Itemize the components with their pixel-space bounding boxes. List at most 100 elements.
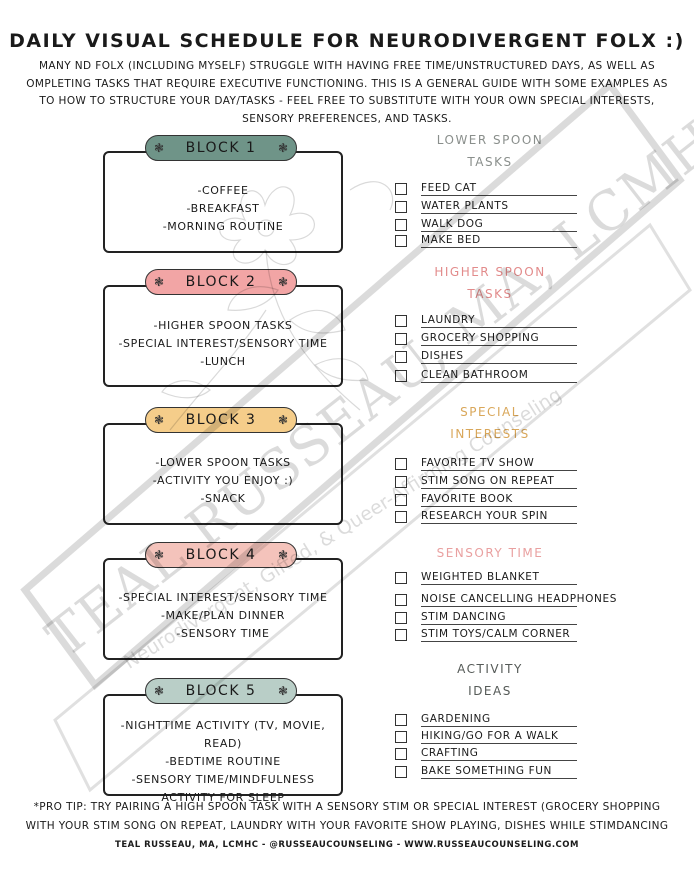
- intro-paragraph: MANY ND FOLX (INCLUDING MYSELF) STRUGGLE…: [10, 58, 684, 128]
- checklist-item[interactable]: CRAFTING: [395, 746, 580, 762]
- checklist-item[interactable]: GROCERY SHOPPING: [395, 331, 580, 347]
- checklist-item-label: CLEAN BATHROOM: [421, 368, 577, 383]
- checklist-item[interactable]: DISHES: [395, 349, 580, 365]
- checklist-item[interactable]: FAVORITE TV SHOW: [395, 456, 580, 472]
- block-4-header: ❃ BLOCK 4 ❃: [145, 542, 297, 568]
- flower-icon: ❃: [154, 275, 165, 289]
- checkbox[interactable]: [395, 333, 407, 345]
- flower-icon: ❃: [154, 548, 165, 562]
- checklist-item[interactable]: STIM SONG ON REPEAT: [395, 474, 580, 490]
- pro-tip-line: *PRO TIP: TRY PAIRING A HIGH SPOON TASK …: [33, 801, 661, 813]
- section-activity-ideas-title: ACTIVITY IDEAS: [400, 658, 580, 702]
- footer-credit: TEAL RUSSEAU, MA, LCMHC - @RUSSEAUCOUNSE…: [115, 840, 579, 850]
- checklist-item[interactable]: NOISE CANCELLING HEADPHONES: [395, 592, 616, 608]
- checklist-item[interactable]: STIM TOYS/CALM CORNER: [395, 627, 580, 643]
- block-item: -LUNCH: [200, 355, 246, 368]
- checkbox[interactable]: [395, 351, 407, 363]
- checklist-item[interactable]: HIKING/GO FOR A WALK: [395, 729, 580, 745]
- checklist-item-label: STIM TOYS/CALM CORNER: [421, 627, 577, 642]
- checkbox[interactable]: [395, 511, 407, 523]
- checklist-item-label: FEED CAT: [421, 181, 577, 196]
- block-item: -BREAKFAST: [186, 202, 260, 215]
- checklist-item[interactable]: FAVORITE BOOK: [395, 492, 580, 508]
- checklist-item[interactable]: RESEARCH YOUR SPIN: [395, 509, 580, 525]
- checklist-item-label: DISHES: [421, 349, 577, 364]
- checkbox[interactable]: [395, 476, 407, 488]
- checklist-item[interactable]: STIM DANCING: [395, 610, 580, 626]
- block-5-box: -NIGHTTIME ACTIVITY (TV, MOVIE, READ) -B…: [103, 694, 343, 804]
- checkbox[interactable]: [395, 594, 407, 606]
- block-2-box: -HIGHER SPOON TASKS -SPECIAL INTEREST/SE…: [103, 285, 343, 387]
- checklist-item-label: CRAFTING: [421, 746, 577, 761]
- checklist-item-label: LAUNDRY: [421, 313, 577, 328]
- checkbox[interactable]: [395, 183, 407, 195]
- block-item: -NIGHTTIME ACTIVITY (TV, MOVIE, READ): [120, 719, 326, 750]
- checkbox[interactable]: [395, 235, 407, 247]
- checklist-item-label: RESEARCH YOUR SPIN: [421, 509, 577, 524]
- flower-icon: ❃: [277, 684, 288, 698]
- checkbox[interactable]: [395, 714, 407, 726]
- flower-icon: ❃: [154, 684, 165, 698]
- flower-icon: ❃: [277, 548, 288, 562]
- checklist-item-label: FAVORITE BOOK: [421, 492, 577, 507]
- block-label: BLOCK 3: [185, 412, 257, 428]
- checkbox[interactable]: [395, 219, 407, 231]
- flower-icon: ❃: [277, 413, 288, 427]
- section-special-interests-title: SPECIAL INTERESTS: [400, 401, 580, 445]
- block-5-header: ❃ BLOCK 5 ❃: [145, 678, 297, 704]
- checklist-item-label: MAKE BED: [421, 233, 577, 248]
- checkbox[interactable]: [395, 201, 407, 213]
- block-item: -SPECIAL INTEREST/SENSORY TIME: [118, 591, 328, 604]
- checklist-item[interactable]: GARDENING: [395, 712, 580, 728]
- intro-line: OMPLETING TASKS THAT REQUIRE EXECUTIVE F…: [26, 77, 668, 90]
- checkbox[interactable]: [395, 458, 407, 470]
- page-title: DAILY VISUAL SCHEDULE FOR NEURODIVERGENT…: [9, 30, 685, 52]
- intro-line: MANY ND FOLX (INCLUDING MYSELF) STRUGGLE…: [38, 60, 656, 72]
- checklist-item[interactable]: MAKE BED: [395, 233, 580, 249]
- section-title-line: IDEAS: [468, 684, 512, 698]
- block-item: -LOWER SPOON TASKS: [155, 456, 291, 469]
- checklist-item-label: WEIGHTED BLANKET: [421, 570, 577, 585]
- checklist-item[interactable]: CLEAN BATHROOM: [395, 368, 580, 384]
- section-title-line: TASKS: [467, 287, 513, 301]
- checkbox[interactable]: [395, 748, 407, 760]
- flower-icon: ❃: [277, 275, 288, 289]
- section-title-line: SENSORY TIME: [436, 546, 544, 560]
- block-item: -SNACK: [200, 492, 246, 505]
- pro-tip: *PRO TIP: TRY PAIRING A HIGH SPOON TASK …: [0, 798, 694, 836]
- checkbox[interactable]: [395, 731, 407, 743]
- block-item: -ACTIVITY YOU ENJOY :): [152, 474, 294, 487]
- checklist-item[interactable]: WEIGHTED BLANKET: [395, 570, 580, 586]
- section-title-line: LOWER SPOON: [436, 133, 544, 147]
- checkbox[interactable]: [395, 766, 407, 778]
- block-label: BLOCK 1: [185, 140, 257, 156]
- checklist-item[interactable]: BAKE SOMETHING FUN: [395, 764, 580, 780]
- checkbox[interactable]: [395, 572, 407, 584]
- checklist-item[interactable]: WATER PLANTS: [395, 199, 580, 215]
- checkbox[interactable]: [395, 612, 407, 624]
- block-item: -SPECIAL INTEREST/SENSORY TIME: [118, 337, 328, 350]
- block-item: -SENSORY TIME/MINDFULNESS: [131, 773, 315, 786]
- checkbox[interactable]: [395, 370, 407, 382]
- checklist-item-label: GARDENING: [421, 712, 577, 727]
- checklist-item[interactable]: FEED CAT: [395, 181, 580, 197]
- checklist-item[interactable]: LAUNDRY: [395, 313, 580, 329]
- checklist-item-label: STIM DANCING: [421, 610, 577, 625]
- section-title-line: HIGHER SPOON: [434, 265, 546, 279]
- block-3-box: -LOWER SPOON TASKS -ACTIVITY YOU ENJOY :…: [103, 423, 343, 525]
- block-4-box: -SPECIAL INTEREST/SENSORY TIME -MAKE/PLA…: [103, 558, 343, 660]
- flower-icon: ❃: [154, 413, 165, 427]
- block-3-header: ❃ BLOCK 3 ❃: [145, 407, 297, 433]
- block-item: -MAKE/PLAN DINNER: [160, 609, 286, 622]
- checkbox[interactable]: [395, 629, 407, 641]
- flower-icon: ❃: [277, 141, 288, 155]
- block-item: -HIGHER SPOON TASKS: [153, 319, 293, 332]
- section-title-line: TASKS: [467, 155, 513, 169]
- checklist-item[interactable]: WALK DOG: [395, 217, 580, 233]
- section-lower-spoon-title: LOWER SPOON TASKS: [400, 129, 580, 173]
- checkbox[interactable]: [395, 494, 407, 506]
- checkbox[interactable]: [395, 315, 407, 327]
- section-title-line: INTERESTS: [450, 427, 530, 441]
- checklist-item-label: WALK DOG: [421, 217, 577, 232]
- block-item: -MORNING ROUTINE: [162, 220, 284, 233]
